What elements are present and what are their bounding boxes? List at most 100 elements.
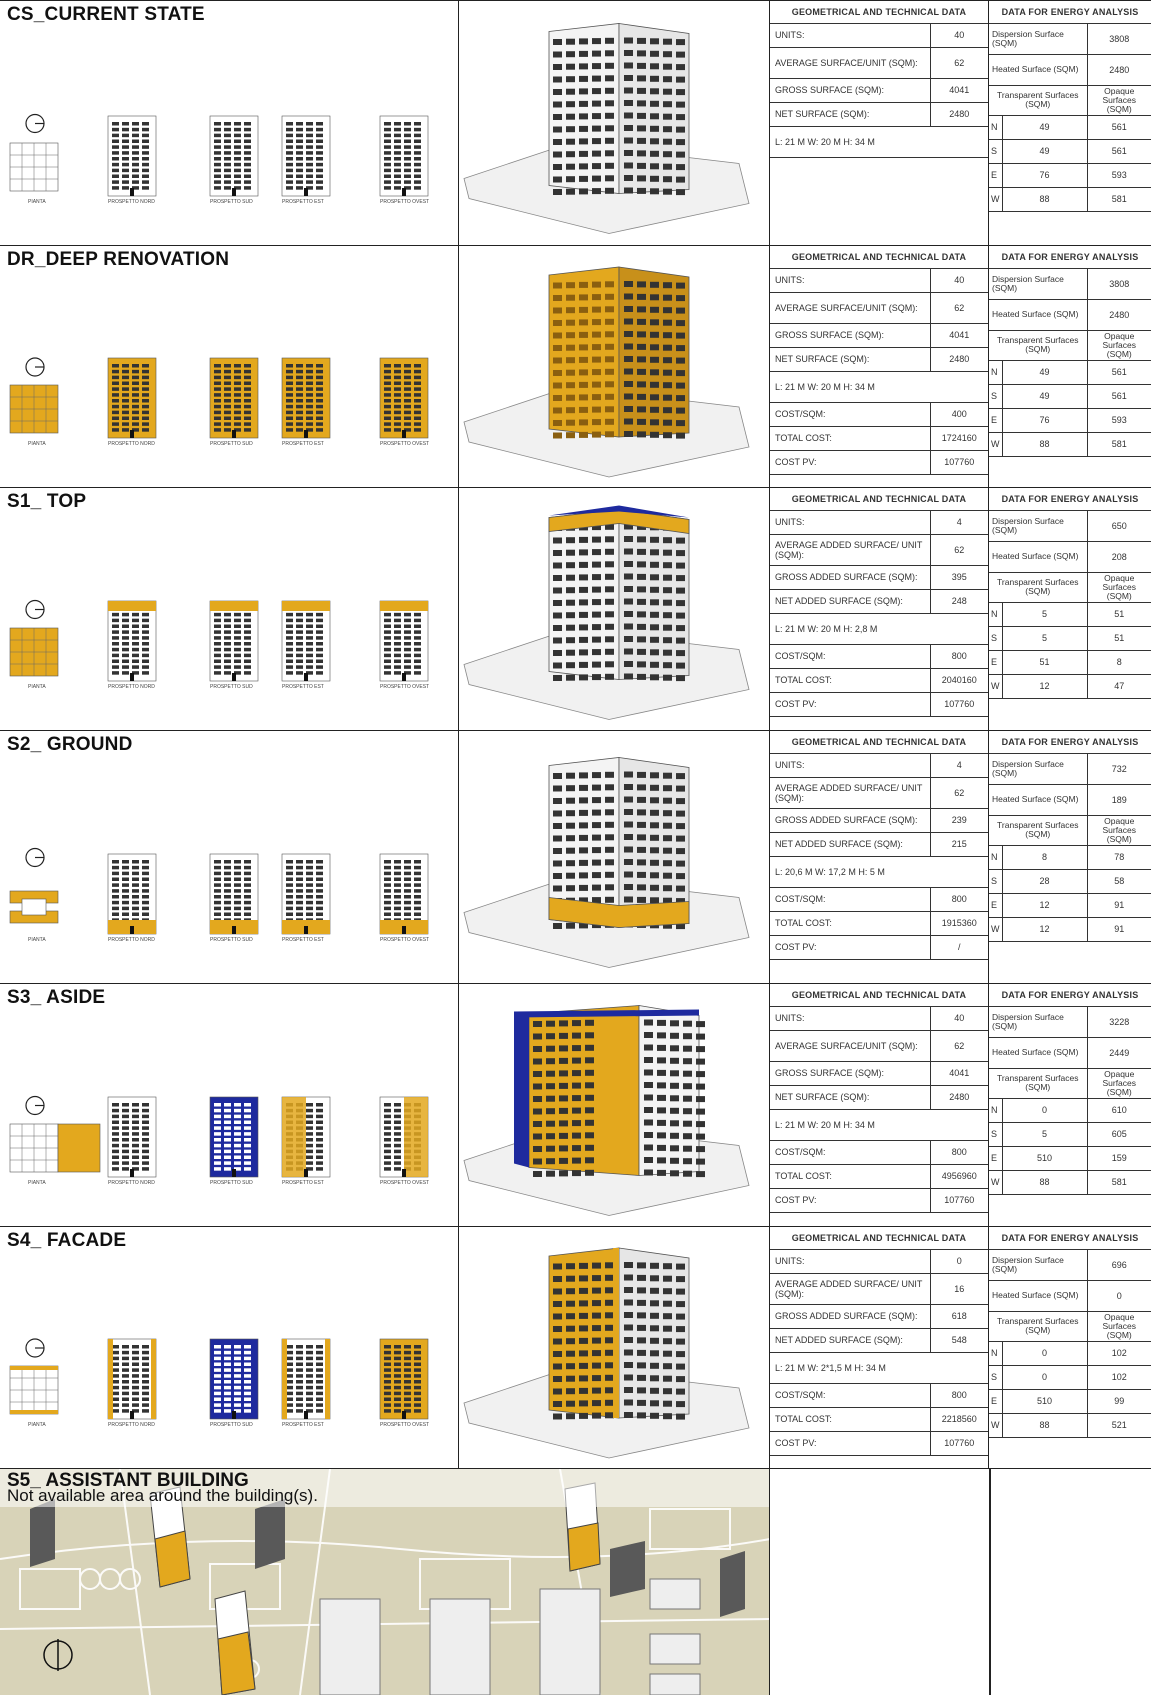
table-row: Heated Surface (SQM)189 [989, 784, 1151, 816]
row-value: 1724160 [929, 426, 988, 451]
column-label: Transparent Surfaces (SQM) [989, 815, 1087, 846]
table-row: COST/SQM:800 [770, 887, 988, 912]
row-label: COST PV: [770, 935, 930, 960]
row-label: Heated Surface (SQM) [989, 541, 1087, 573]
table-row: Heated Surface (SQM)2480 [989, 54, 1151, 86]
table-row: Heated Surface (SQM)208 [989, 541, 1151, 573]
dimensions-cell: L: 21 M W: 2*1,5 M H: 34 M [770, 1352, 988, 1384]
elevation-drawing [209, 357, 259, 439]
dimensions-cell: L: 21 M W: 20 M H: 34 M [770, 1109, 988, 1141]
row-label: COST PV: [770, 450, 930, 475]
row-value: 107760 [929, 1188, 988, 1213]
row-label: Dispersion Surface (SQM) [989, 1006, 1087, 1038]
opaque-value: 51 [1086, 602, 1151, 627]
row-label: GROSS ADDED SURFACE (SQM): [770, 808, 930, 833]
row-label: AVERAGE ADDED SURFACE/ UNIT (SQM): [770, 777, 930, 809]
tower-panel [459, 246, 770, 487]
drawing-label: PROSPETTO EST [282, 1422, 324, 1428]
drawing-label: PROSPETTO OVEST [380, 937, 430, 943]
table-row: Dispersion Surface (SQM)732 [989, 753, 1151, 785]
row-label: UNITS: [770, 1249, 930, 1274]
table-row: COST PV:/ [770, 935, 988, 960]
drawing-label: PROSPETTO OVEST [380, 684, 430, 690]
elevations-drawing [9, 113, 429, 197]
table-row: Dispersion Surface (SQM)3228 [989, 1006, 1151, 1038]
transparent-value: 5 [1001, 602, 1087, 627]
row-label: NET SURFACE (SQM): [770, 347, 930, 372]
row-label: TOTAL COST: [770, 668, 930, 693]
row-value: 618 [929, 1304, 988, 1329]
transparent-value: 0 [1001, 1341, 1087, 1366]
row-label: Dispersion Surface (SQM) [989, 753, 1087, 785]
orientation-label: W [989, 1413, 1002, 1438]
tower-svg [463, 757, 750, 968]
opaque-value: 561 [1086, 139, 1151, 164]
table-row: UNITS:4 [770, 510, 988, 535]
row-label: Heated Surface (SQM) [989, 54, 1087, 86]
row-label: COST PV: [770, 692, 930, 717]
table-row: AVERAGE SURFACE/UNIT (SQM):62 [770, 1030, 988, 1062]
row-value: 40 [929, 1006, 988, 1031]
orientation-label: S [989, 626, 1002, 651]
table-row: COST/SQM:400 [770, 402, 988, 427]
row-value: 3228 [1086, 1006, 1151, 1038]
row-label: COST/SQM: [770, 887, 930, 912]
row-label: TOTAL COST: [770, 426, 930, 451]
table-row: Transparent Surfaces (SQM)Opaque Surface… [989, 572, 1151, 603]
energy-header: DATA FOR ENERGY ANALYSIS [989, 984, 1151, 1007]
table-row: AVERAGE ADDED SURFACE/ UNIT (SQM):16 [770, 1273, 988, 1305]
drawing-label: PROSPETTO EST [282, 1180, 324, 1186]
row-value: 3808 [1086, 268, 1151, 300]
row-label: Heated Surface (SQM) [989, 1280, 1087, 1312]
s5-section: S5_ ASSISTANT BUILDING Not available are… [0, 1468, 1151, 1695]
opaque-value: 51 [1086, 626, 1151, 651]
transparent-value: 0 [1001, 1098, 1087, 1123]
geo-header: GEOMETRICAL AND TECHNICAL DATA [770, 1, 988, 24]
site-map-drawing [0, 1469, 769, 1695]
elevation-drawing [281, 600, 331, 682]
table-row: L: 21 M W: 20 M H: 2,8 M [770, 613, 988, 645]
elevation-drawing [209, 1338, 259, 1420]
row-value: 239 [929, 808, 988, 833]
opaque-value: 159 [1086, 1146, 1151, 1171]
row-label: Heated Surface (SQM) [989, 784, 1087, 816]
row-value: 16 [929, 1273, 988, 1305]
transparent-value: 12 [1001, 674, 1087, 699]
row-value: 0 [1086, 1280, 1151, 1312]
row-label: UNITS: [770, 1006, 930, 1031]
row-value: / [929, 935, 988, 960]
row-value: 62 [929, 47, 988, 79]
table-row: L: 21 M W: 20 M H: 34 M [770, 371, 988, 403]
drawing-label: PROSPETTO SUD [210, 1422, 253, 1428]
table-row: Heated Surface (SQM)0 [989, 1280, 1151, 1312]
transparent-value: 76 [1001, 163, 1087, 188]
row-label: COST/SQM: [770, 402, 930, 427]
elevation-drawing [379, 853, 429, 935]
row-label: TOTAL COST: [770, 911, 930, 936]
column-label: Transparent Surfaces (SQM) [989, 85, 1087, 116]
orientation-label: S [989, 139, 1002, 164]
tower-3d-view [463, 1247, 750, 1459]
geo-header: GEOMETRICAL AND TECHNICAL DATA [770, 246, 988, 269]
row-label: NET SURFACE (SQM): [770, 102, 930, 127]
drawing-label: PROSPETTO SUD [210, 684, 253, 690]
section-title: S3_ ASIDE [7, 987, 106, 1008]
table-row: Dispersion Surface (SQM)3808 [989, 23, 1151, 55]
opaque-value: 561 [1086, 115, 1151, 140]
row-label: GROSS ADDED SURFACE (SQM): [770, 565, 930, 590]
orientation-label: W [989, 674, 1002, 699]
row-label: COST/SQM: [770, 1383, 930, 1408]
orientation-label: S [989, 1365, 1002, 1390]
row-value: 2040160 [929, 668, 988, 693]
